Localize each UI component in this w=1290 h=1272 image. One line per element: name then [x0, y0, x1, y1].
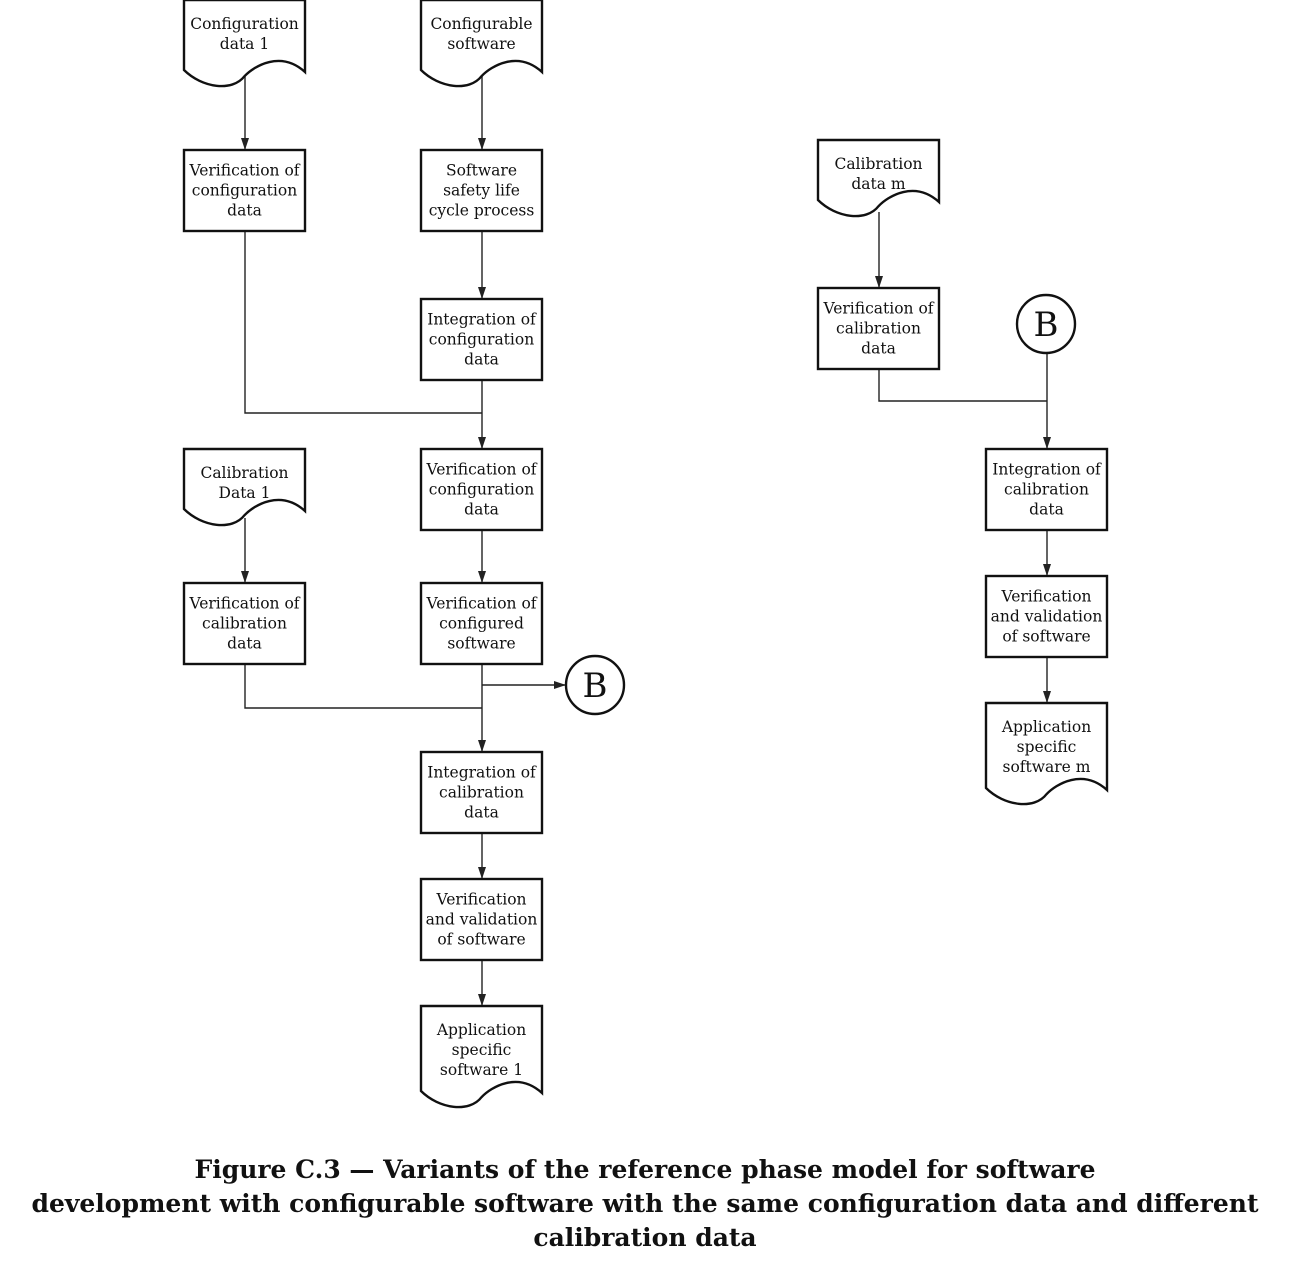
- process-box: [984, 447, 1109, 532]
- node-label-line: and validation: [426, 911, 538, 929]
- node-label-line: Verification: [435, 891, 526, 909]
- node-vv-software-left: Verification and validation of software: [419, 877, 544, 962]
- node-label-line: safety life: [443, 182, 520, 200]
- node-label-line: software m: [1003, 758, 1091, 776]
- node-verif-configured-sw: Verification of configured software: [419, 581, 544, 666]
- document-shape: [984, 701, 1109, 806]
- node-label-line: data: [1029, 501, 1064, 519]
- node-label-line: Verification: [1000, 588, 1091, 606]
- node-label-line: Configurable: [430, 15, 532, 33]
- node-config-data-1: Configuration data 1: [182, 0, 307, 88]
- node-label-line: specific: [452, 1041, 512, 1059]
- node-label-line: configured: [439, 615, 524, 633]
- node-app-sw-1: Application specific software 1: [419, 1004, 544, 1109]
- process-box: [419, 148, 544, 233]
- node-label-line: Calibration: [200, 464, 288, 482]
- document-shape: [419, 0, 544, 88]
- node-label-line: data: [227, 635, 262, 653]
- process-box: [419, 750, 544, 835]
- node-label-line: Verification of: [822, 300, 934, 318]
- node-connector-b-in: B: [1015, 293, 1077, 355]
- figure-caption-line-2: development with configurable software w…: [31, 1189, 1259, 1218]
- node-label-line: Data 1: [219, 484, 271, 502]
- node-label-line: of software: [1002, 628, 1090, 646]
- node-label-line: software 1: [440, 1061, 523, 1079]
- edge-verif-config-data-top-to-verif-config-data-mid: [244, 231, 482, 414]
- node-label-line: Configuration: [190, 15, 299, 33]
- node-label-line: Calibration: [834, 155, 922, 173]
- node-label-line: cycle process: [429, 202, 535, 220]
- node-label-line: and validation: [991, 608, 1103, 626]
- document-shape: [182, 0, 307, 88]
- node-label-line: Integration of: [992, 461, 1102, 479]
- node-label-line: calibration: [202, 615, 287, 633]
- node-label-line: Application: [1001, 718, 1091, 736]
- node-label-line: Verification of: [425, 595, 537, 613]
- node-label-line: of software: [437, 931, 525, 949]
- node-verif-calib-data-left: Verification of calibration data: [182, 581, 307, 666]
- document-shape: [816, 138, 941, 218]
- node-label-line: Integration of: [427, 311, 537, 329]
- node-sw-safety-lifecycle: Software safety life cycle process: [419, 148, 544, 233]
- connector-circle: [1015, 293, 1077, 355]
- node-label-line: software: [447, 35, 515, 53]
- edge-verif-calib-data-m-to-integration-calib-right: [878, 369, 1047, 402]
- node-label-line: data 1: [220, 35, 269, 53]
- node-label-line: data m: [851, 175, 906, 193]
- process-box: [182, 148, 307, 233]
- edge-verif-calib-data-left-to-integration-calib-left: [244, 664, 482, 709]
- figure-caption-line-3: calibration data: [533, 1223, 757, 1252]
- node-label-line: data: [464, 351, 499, 369]
- process-box: [984, 574, 1109, 659]
- process-box: [419, 447, 544, 532]
- node-label-line: configuration: [192, 182, 297, 200]
- node-label-line: Application: [436, 1021, 526, 1039]
- process-box: [419, 581, 544, 666]
- node-label-line: data: [464, 804, 499, 822]
- node-label-line: calibration: [1004, 481, 1089, 499]
- document-shape: [182, 447, 307, 527]
- node-verif-config-data-top: Verification of configuration data: [182, 148, 307, 233]
- node-configurable-software: Configurable software: [419, 0, 544, 88]
- connector-circle: [564, 654, 626, 716]
- node-calibration-data-m: Calibration data m: [816, 138, 941, 218]
- node-integration-calib-left: Integration of calibration data: [419, 750, 544, 835]
- node-vv-software-right: Verification and validation of software: [984, 574, 1109, 659]
- node-label-line: data: [861, 340, 896, 358]
- node-verif-config-data-mid: Verification of configuration data: [419, 447, 544, 532]
- node-label-line: data: [464, 501, 499, 519]
- node-label-line: Verification of: [425, 461, 537, 479]
- node-connector-b-out: B: [564, 654, 626, 716]
- node-label-line: configuration: [429, 481, 534, 499]
- node-label-line: software: [447, 635, 515, 653]
- node-app-sw-m: Application specific software m: [984, 701, 1109, 806]
- node-label-line: Integration of: [427, 764, 537, 782]
- process-box: [816, 286, 941, 371]
- node-label-line: data: [227, 202, 262, 220]
- figure-caption-line-1: Figure C.3 — Variants of the reference p…: [194, 1155, 1096, 1184]
- node-verif-calib-data-m: Verification of calibration data: [816, 286, 941, 371]
- connector-label: B: [583, 666, 608, 706]
- process-box: [419, 297, 544, 382]
- process-box: [182, 581, 307, 666]
- connector-label: B: [1034, 305, 1059, 345]
- node-integration-calib-right: Integration of calibration data: [984, 447, 1109, 532]
- node-label-line: Verification of: [188, 162, 300, 180]
- process-box: [419, 877, 544, 962]
- node-label-line: Software: [446, 162, 517, 180]
- node-label-line: specific: [1017, 738, 1077, 756]
- node-label-line: calibration: [439, 784, 524, 802]
- node-label-line: calibration: [836, 320, 921, 338]
- node-integration-config-data: Integration of configuration data: [419, 297, 544, 382]
- node-label-line: configuration: [429, 331, 534, 349]
- node-label-line: Verification of: [188, 595, 300, 613]
- document-shape: [419, 1004, 544, 1109]
